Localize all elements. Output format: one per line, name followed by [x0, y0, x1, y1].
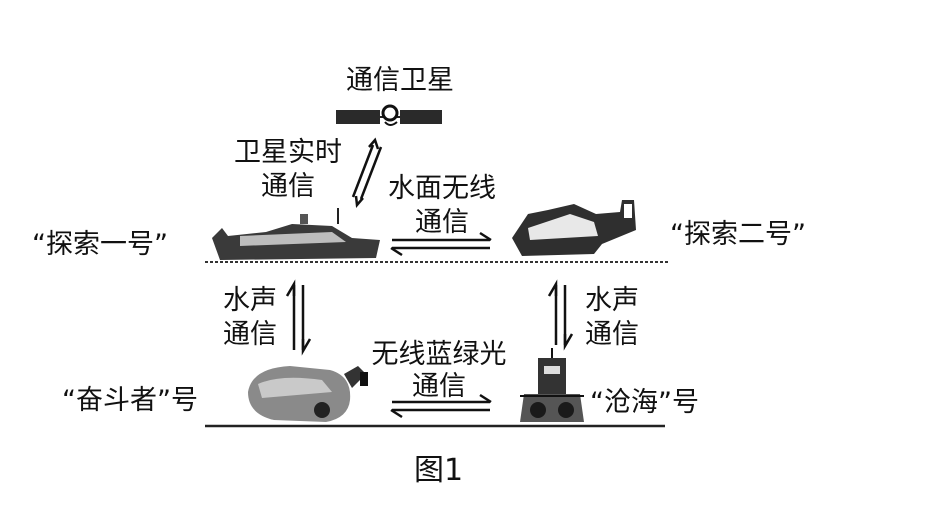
satellite-link-arrows: [351, 137, 383, 208]
surface-link-arrows: [390, 231, 492, 257]
ship-1-icon: [212, 208, 380, 260]
submersible-1-icon: [248, 366, 368, 422]
bluegreen-link-arrows: [390, 393, 492, 419]
acoustic-link-right-arrows: [547, 279, 574, 351]
ship-2-icon: [512, 200, 636, 256]
acoustic-left-label-line1: 水声: [223, 285, 277, 316]
bluegreen-comm-label-line1: 无线蓝绿光: [371, 339, 507, 370]
satellite-comm-label-line1: 卫星实时: [234, 137, 342, 168]
acoustic-link-left-arrows: [285, 279, 312, 356]
satellite-comm-label-line2: 通信: [261, 171, 315, 202]
submersible-2-icon: [520, 348, 584, 422]
bluegreen-comm-label-line2: 通信: [412, 371, 466, 402]
surface-comm-label-line2: 通信: [415, 207, 469, 238]
acoustic-right-label-line1: 水声: [585, 285, 639, 316]
satellite-label: 通信卫星: [346, 65, 454, 96]
ship-1-label: “探索一号”: [32, 229, 168, 260]
submersible-2-label: “沧海”号: [590, 387, 699, 418]
acoustic-right-label-line2: 通信: [585, 319, 639, 350]
submersible-1-label: “奋斗者”号: [62, 385, 198, 416]
surface-comm-label-line1: 水面无线: [388, 173, 496, 204]
acoustic-left-label-line2: 通信: [223, 319, 277, 350]
satellite-icon: [336, 104, 442, 126]
ship-2-label: “探索二号”: [670, 219, 806, 250]
figure-caption: 图1: [414, 453, 464, 488]
